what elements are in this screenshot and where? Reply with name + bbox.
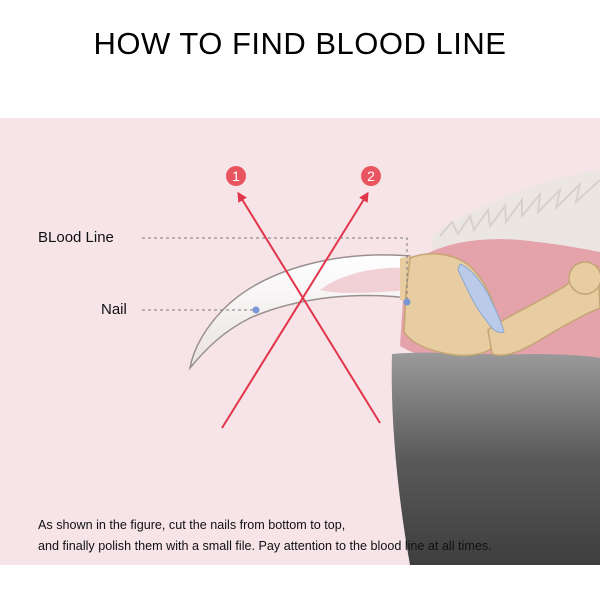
caption-line-1: As shown in the figure, cut the nails fr… (38, 518, 346, 532)
claw-diagram: 1 2 (142, 166, 600, 565)
page-title: HOW TO FIND BLOOD LINE (93, 26, 507, 61)
quick-shape (320, 267, 408, 293)
arrow-2 (221, 191, 369, 429)
arrow-1 (237, 191, 381, 424)
caption-line-2: and finally polish them with a small fil… (38, 539, 492, 553)
caption: As shown in the figure, cut the nails fr… (38, 515, 593, 557)
diagram-panel: 1 2 BLood Line Nail As shown in the figu… (0, 118, 600, 565)
marker-2: 2 (361, 166, 381, 186)
blood-line-leader (142, 237, 408, 302)
svg-text:2: 2 (367, 168, 375, 184)
fur-bottom (391, 352, 600, 565)
svg-text:1: 1 (232, 168, 240, 184)
marker-1: 1 (226, 166, 246, 186)
nail-label: Nail (101, 301, 127, 318)
blood-line-label: BLood Line (38, 229, 114, 246)
blood-line-point (403, 298, 411, 306)
nail-point (252, 306, 260, 314)
tendon (457, 263, 505, 333)
